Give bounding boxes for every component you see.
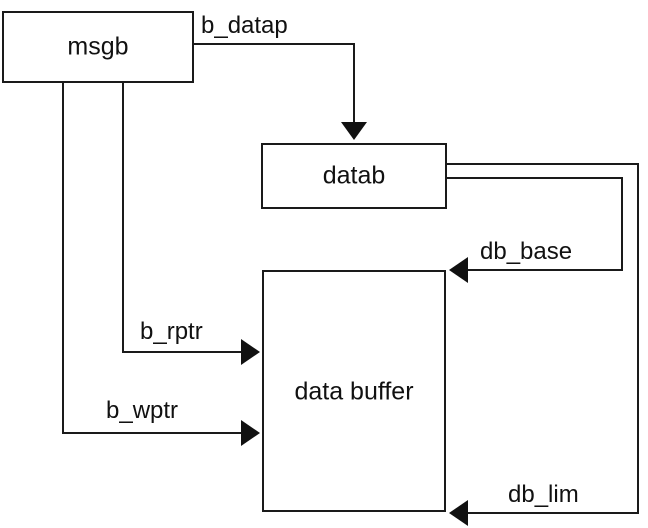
edge-db-lim: db_lim — [446, 163, 639, 526]
b-wptr-label: b_wptr — [106, 397, 178, 424]
db-lim-line — [446, 163, 639, 514]
edge-db-base: db_base — [446, 177, 623, 283]
db-lim-label: db_lim — [508, 481, 579, 508]
data-buffer-box — [262, 270, 446, 512]
b-rptr-line — [122, 82, 243, 353]
edge-b-rptr: b_rptr — [122, 82, 260, 365]
b-rptr-arrowhead — [241, 339, 260, 365]
db-base-label: db_base — [480, 238, 572, 265]
db-lim-arrowhead — [449, 500, 468, 526]
b-wptr-line — [62, 82, 243, 434]
msgb-label: msgb — [67, 33, 128, 61]
data-buffer-label: data buffer — [294, 378, 413, 406]
node-msgb: msgb — [2, 11, 194, 83]
b-datap-label: b_datap — [201, 12, 288, 39]
edge-b-wptr: b_wptr — [62, 82, 260, 446]
node-datab: datab — [261, 143, 447, 209]
b-rptr-label: b_rptr — [140, 318, 203, 345]
b-wptr-arrowhead — [241, 420, 260, 446]
edge-b-datap: b_datap — [193, 12, 367, 140]
db-base-line — [446, 177, 623, 271]
datab-box — [261, 143, 447, 209]
datab-label: datab — [323, 162, 386, 190]
node-data-buffer: data buffer — [262, 270, 446, 512]
b-datap-arrowhead — [341, 122, 367, 140]
db-base-arrowhead — [449, 257, 468, 283]
msgb-box — [2, 11, 194, 83]
b-datap-line — [193, 43, 355, 124]
